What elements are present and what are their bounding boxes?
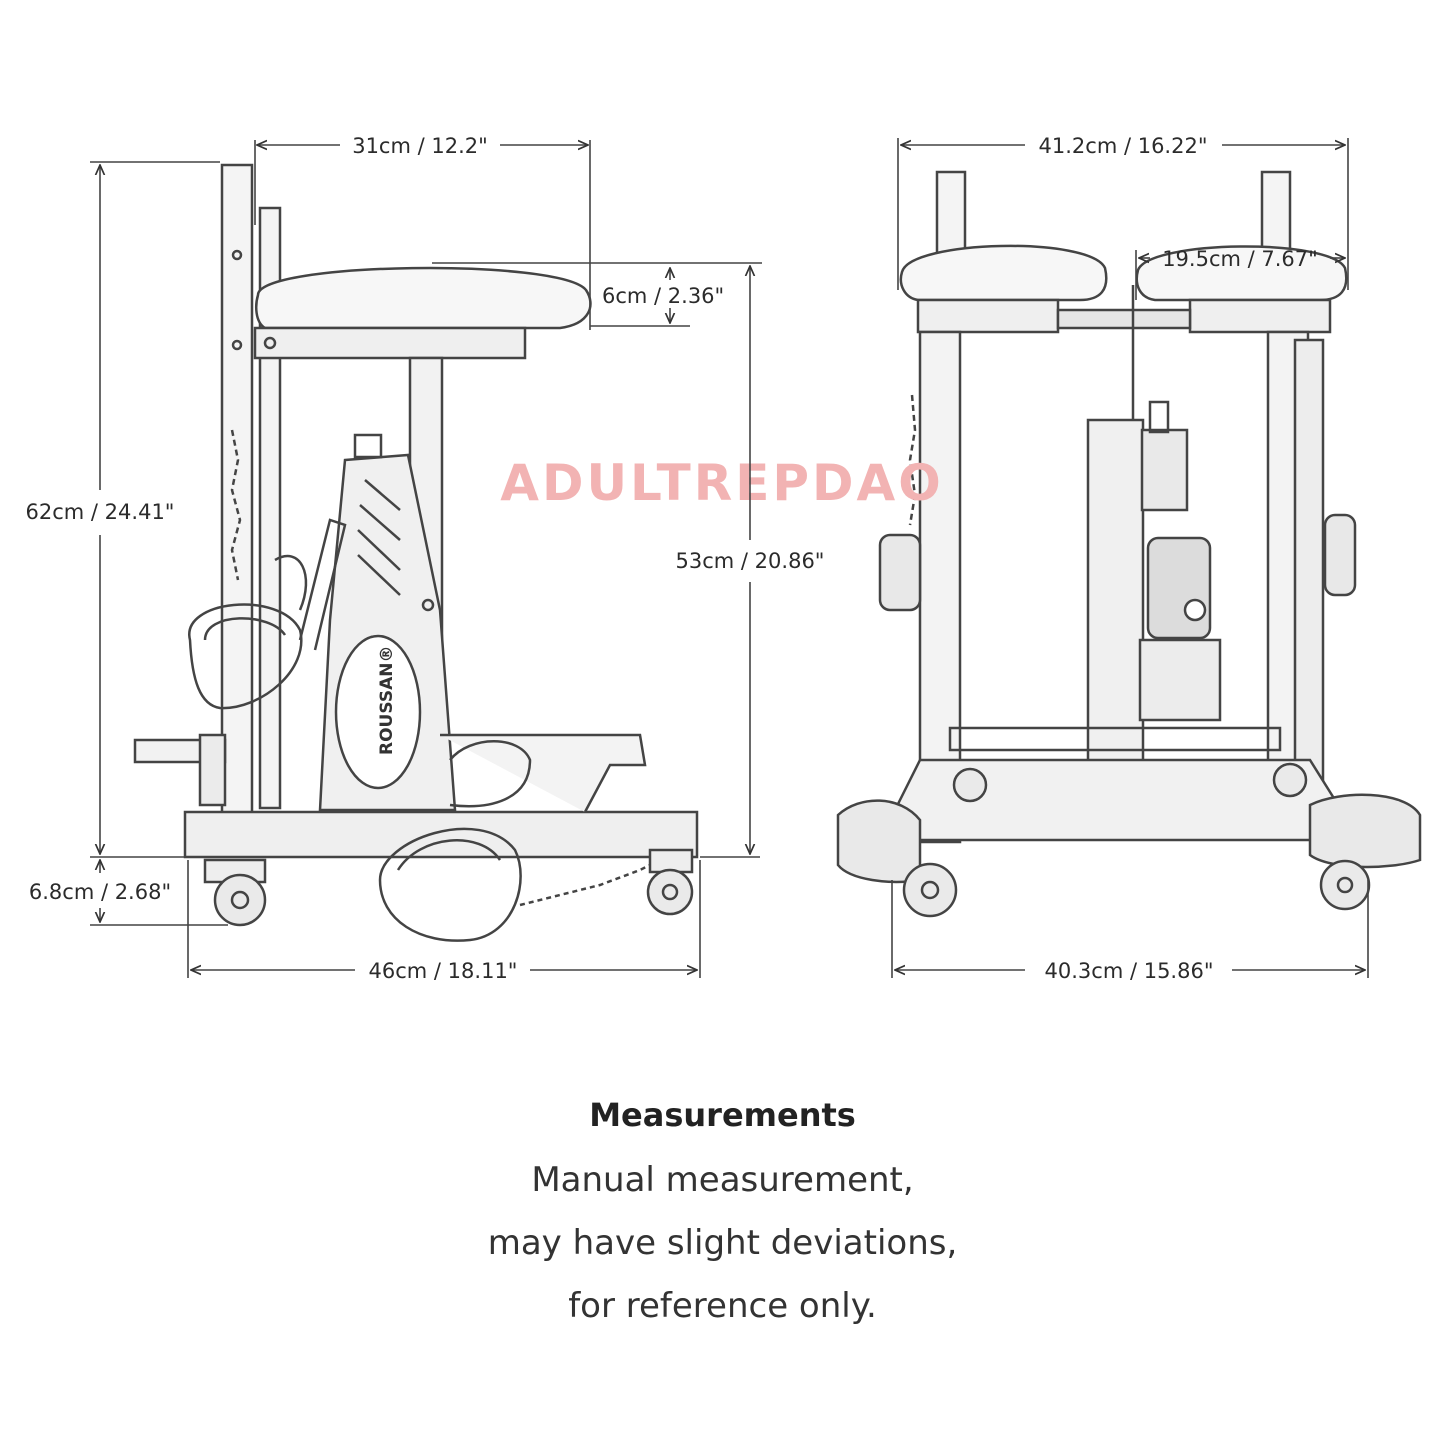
seat-thickness-label: 6cm / 2.36" <box>602 284 724 308</box>
base-length-label: 46cm / 18.11" <box>369 959 518 983</box>
seat-depth-label: 31cm / 12.2" <box>352 134 488 158</box>
total-height-label: 62cm / 24.41" <box>26 500 175 524</box>
caption-line-1: Manual measurement, <box>531 1160 914 1200</box>
top-width-label: 41.2cm / 16.22" <box>1039 134 1208 158</box>
caption-title: Measurements <box>589 1096 856 1134</box>
caption-line-2: may have slight deviations, <box>487 1223 958 1263</box>
pad-width-label: 19.5cm / 7.67" <box>1162 247 1318 271</box>
wheel-height-label: 6.8cm / 2.68" <box>29 880 171 904</box>
caption-line-3: for reference only. <box>568 1286 877 1326</box>
front-view-drawing <box>836 170 1422 918</box>
watermark-text: ADULTREPDAO <box>500 454 944 512</box>
seat-height-label: 53cm / 20.86" <box>676 549 825 573</box>
side-view-drawing <box>133 163 699 942</box>
brand-label: ROUSSAN® <box>377 646 397 755</box>
side-dimension-lines <box>90 140 762 978</box>
front-dimension-lines <box>891 138 1369 978</box>
base-width-label: 40.3cm / 15.86" <box>1045 959 1214 983</box>
